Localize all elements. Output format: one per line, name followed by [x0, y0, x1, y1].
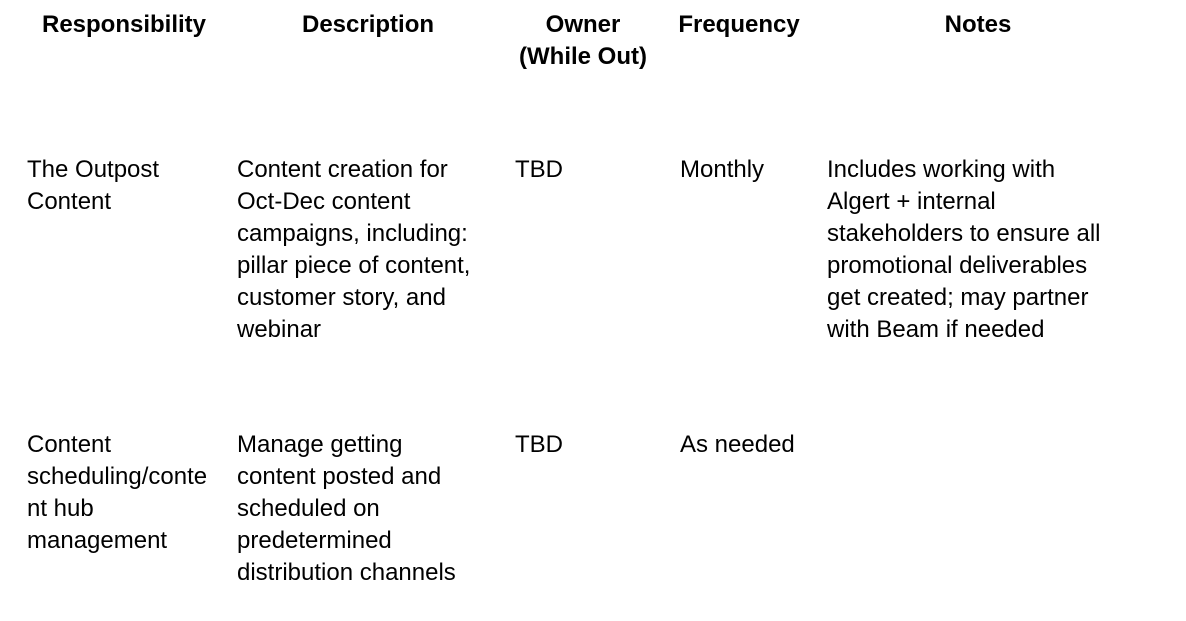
- cell-description: Manage getting content posted and schedu…: [237, 431, 456, 586]
- cell-notes: Includes working with Algert + internal …: [827, 156, 1101, 343]
- cell-owner: TBD: [515, 156, 563, 183]
- header-notes: Notes: [944, 11, 1012, 38]
- header-responsibility: Responsibility: [41, 11, 207, 38]
- cell-responsibility: Content scheduling/conte nt hub manageme…: [27, 431, 208, 554]
- header-description: Description: [301, 11, 435, 38]
- cell-notes: [819, 429, 1137, 621]
- header-owner-while-out: Owner (While Out): [519, 11, 647, 70]
- responsibilities-table: Responsibility Description Owner (While …: [19, 9, 1137, 621]
- cell-description: Content creation for Oct-Dec content cam…: [237, 156, 471, 343]
- cell-responsibility: The Outpost Content: [27, 156, 160, 215]
- cell-owner: TBD: [515, 431, 563, 458]
- header-frequency: Frequency: [678, 11, 800, 38]
- cell-frequency: Monthly: [680, 156, 765, 183]
- cell-frequency: As needed: [680, 431, 795, 458]
